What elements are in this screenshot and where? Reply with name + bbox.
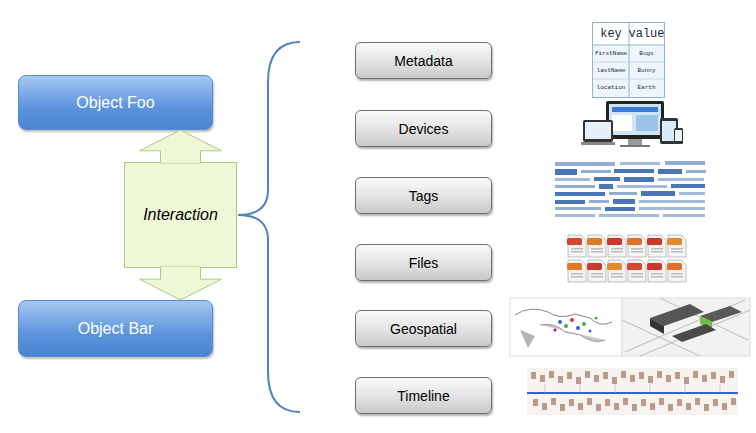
table-rule	[593, 62, 664, 63]
node-label: Geospatial	[390, 321, 457, 337]
category-box: Timeline	[355, 377, 492, 414]
table-cell: firstName	[593, 45, 629, 62]
tag-cloud-picture	[555, 161, 706, 217]
devices-picture	[581, 101, 683, 147]
category-box: Devices	[355, 110, 492, 147]
node-label: Interaction	[143, 206, 218, 224]
table-cell: location	[593, 79, 629, 96]
curly-brace	[238, 42, 300, 412]
node-label: Devices	[399, 121, 449, 137]
node-label: Tags	[409, 188, 439, 204]
table-cell: Earth	[629, 79, 664, 96]
table-cell: key	[593, 23, 629, 45]
table-cell: Bunny	[629, 62, 664, 79]
table-cell: lastName	[593, 62, 629, 79]
table-cell: value	[629, 23, 664, 45]
interaction-box: Interaction	[124, 162, 237, 268]
object-box: Object Bar	[18, 300, 213, 357]
table-cell: Bugs	[629, 45, 664, 62]
object-box: Object Foo	[18, 75, 213, 130]
category-box: Geospatial	[355, 310, 492, 347]
node-label: Object Foo	[76, 94, 154, 112]
category-box: Tags	[355, 177, 492, 214]
category-box: Metadata	[355, 42, 492, 79]
key-value-table: keyvaluefirstNameBugslastNameBunnylocati…	[592, 22, 665, 98]
node-label: Metadata	[394, 53, 452, 69]
interaction-arrow	[140, 267, 222, 300]
interaction-arrow	[140, 130, 222, 163]
file-icons-picture	[567, 235, 686, 282]
node-label: Object Bar	[78, 320, 154, 338]
category-box: Files	[355, 244, 492, 281]
timeline-picture	[527, 368, 738, 415]
map-picture	[510, 298, 622, 356]
3d-city-picture	[622, 298, 750, 356]
table-rule	[593, 79, 664, 80]
node-label: Timeline	[397, 388, 449, 404]
table-rule	[593, 45, 664, 46]
node-label: Files	[409, 255, 439, 271]
